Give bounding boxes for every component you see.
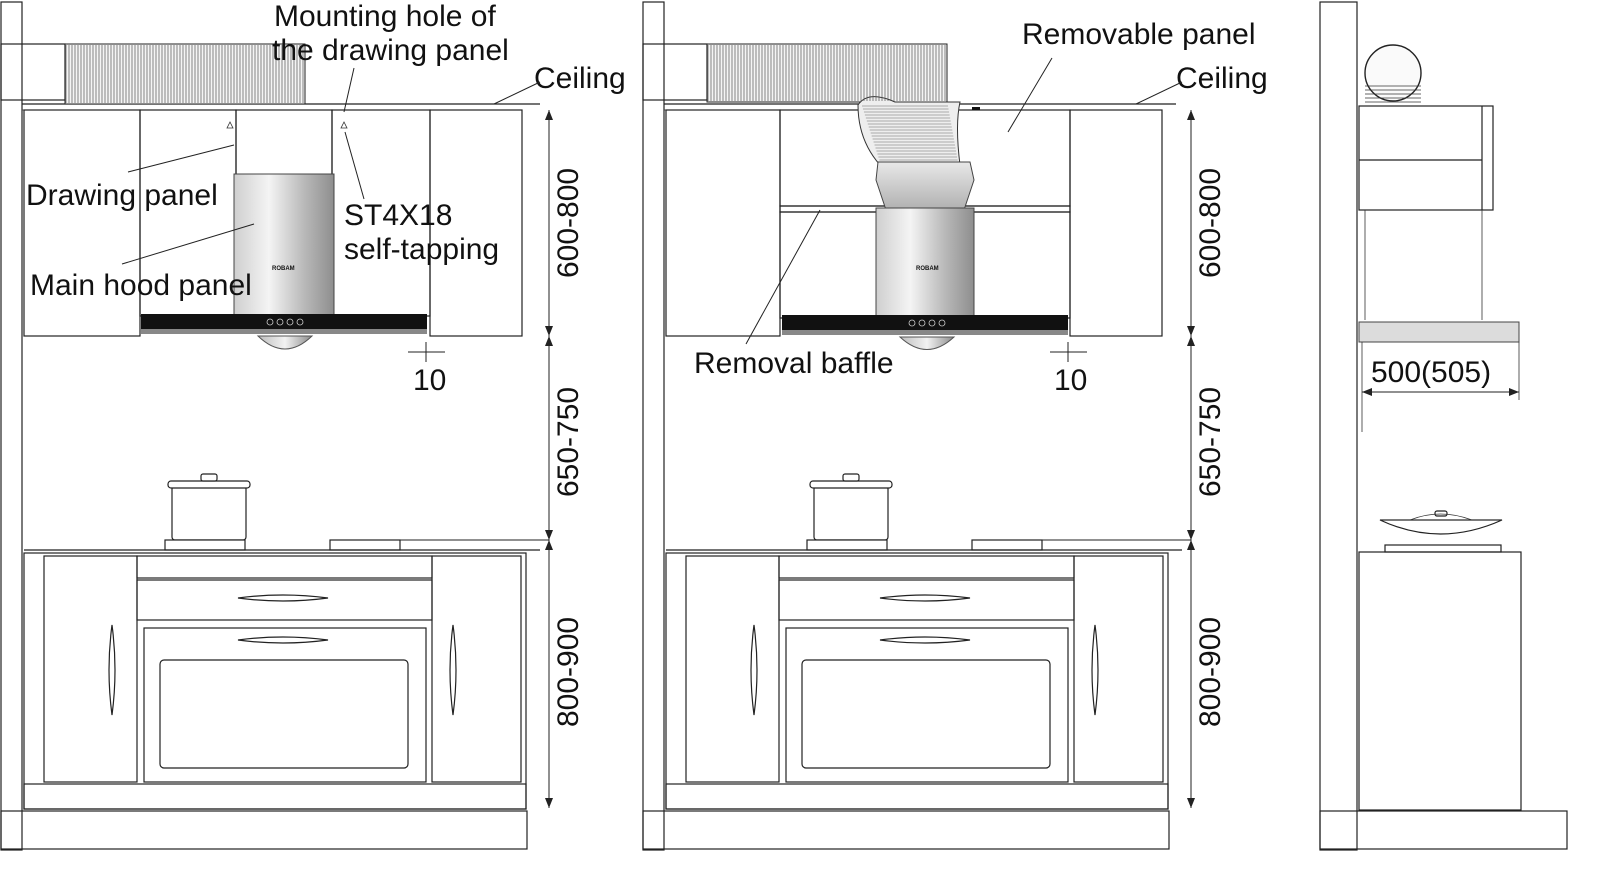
door-handle-left [108,624,116,716]
wok-side [1379,510,1503,535]
burner-right [329,539,401,551]
dim-gap-middle: 10 [1054,364,1087,397]
oven-handle [237,636,329,644]
pot-left [167,473,251,541]
floor-left [0,810,528,850]
duct-end-circle [1364,44,1422,102]
hood-lamp-dome [256,335,314,350]
left-view: ROBAM [0,0,626,851]
upper-cabinet-left [23,109,141,337]
dim-upper-cabinet-middle: 600-800 [1194,168,1227,278]
dim-counter-middle: 800-900 [1194,617,1227,727]
label-ceiling-left: Ceiling [534,62,626,95]
base-cabinet-left [23,552,527,810]
dim-upper-cabinet-left: 600-800 [552,168,585,278]
hood-glass-panel [141,314,427,332]
side-view: 500(505) [1319,1,1568,851]
middle-view: ROBAM [642,1,1268,851]
drawer-handle [237,594,329,602]
floor-side [1319,810,1568,850]
label-self-tapping: self-tapping [344,233,499,266]
label-mounting-hole-line1: Mounting hole of [274,0,496,33]
label-removal-baffle: Removal baffle [694,347,894,380]
duct-collar [875,161,975,211]
wall-middle [642,1,665,851]
dim-hood-to-stove-left: 650-750 [552,387,585,497]
base-cabinet-middle [665,552,1169,810]
pot-middle [809,473,893,541]
upper-cabinet-right [429,109,523,337]
burner-left [164,539,246,551]
label-st4x18: ST4X18 [344,199,452,232]
mounting-hole-icon [226,121,234,129]
floor-middle [642,810,1170,850]
duct-ribs-side [1365,85,1421,103]
dim-counter-left: 800-900 [552,617,585,727]
flexible-duct-left [64,43,306,105]
label-ceiling-middle: Ceiling [1176,62,1268,95]
label-removable-panel: Removable panel [1022,18,1255,51]
base-cabinet-side [1358,551,1522,811]
hood-side-profile [1358,321,1520,343]
upper-cabinet-side [1358,105,1494,211]
dimension-lines-middle [1040,110,1195,808]
main-hood-panel [233,173,335,317]
dim-gap-left: 10 [413,364,446,397]
main-hood-panel-middle [875,207,975,317]
hood-control-buttons [266,318,304,326]
brand-logo-left: ROBAM [272,266,295,272]
label-drawing-panel: Drawing panel [26,179,218,212]
duct-wall-outlet [0,43,66,101]
wall-side [1319,1,1358,851]
label-main-hood-panel: Main hood panel [30,269,252,302]
dim-depth-side: 500(505) [1371,356,1491,389]
label-mounting-hole-line2: the drawing panel [272,34,509,67]
dim-hood-to-stove-middle: 650-750 [1194,387,1227,497]
wall-left [0,1,23,851]
door-handle-right [449,624,457,716]
brand-logo-middle: ROBAM [916,266,939,272]
dimension-lines-left [395,110,553,808]
flexible-duct-middle [706,43,961,166]
